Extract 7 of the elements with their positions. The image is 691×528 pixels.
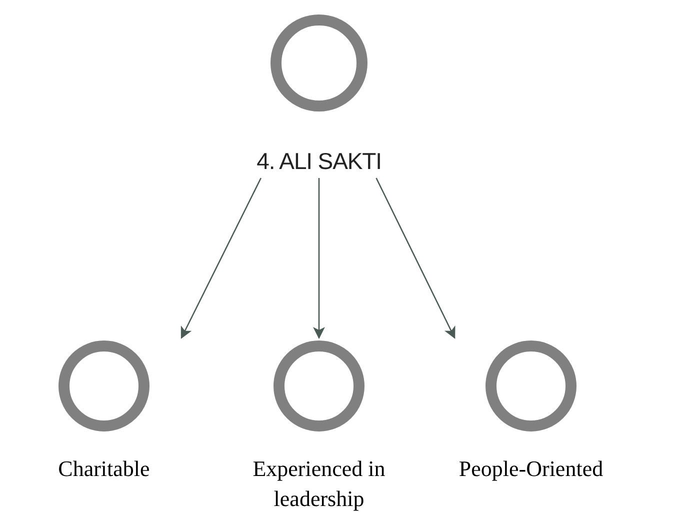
node-label: Experienced in leadership — [252, 455, 386, 513]
arrow — [376, 178, 456, 339]
arrow — [180, 178, 262, 339]
node-label: People-Oriented — [458, 455, 604, 483]
arrow — [313, 178, 325, 339]
node-label: 4. ALI SAKTI — [256, 147, 382, 176]
node-label: Charitable — [58, 455, 150, 483]
